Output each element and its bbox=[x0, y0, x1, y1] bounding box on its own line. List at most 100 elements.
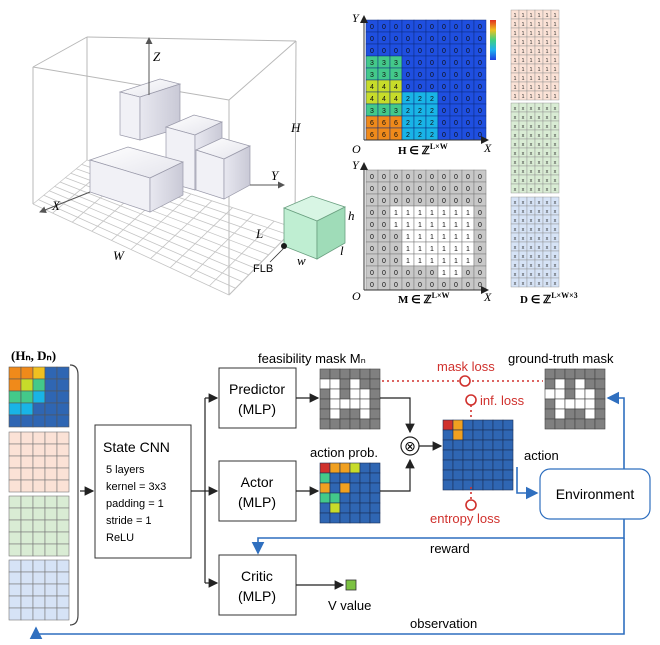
d-layer-1-cell-text: 1 bbox=[513, 49, 516, 55]
ground-truth-mask-cell bbox=[574, 418, 586, 430]
input-heightmap-cell bbox=[20, 402, 34, 416]
input-d-layer-1-cell bbox=[56, 479, 70, 493]
input-d-layer-2-cell bbox=[20, 531, 34, 545]
ground-truth-mask-cell bbox=[554, 388, 566, 400]
d-layer-2-cell-text: x bbox=[554, 187, 557, 193]
mask-cell-value: 0 bbox=[478, 210, 482, 217]
d-layer-3-cell-text: x bbox=[522, 272, 525, 278]
mask-cell-value: 0 bbox=[442, 186, 446, 193]
heightmap-cell-value: 0 bbox=[454, 108, 458, 115]
d-layer-3-cell-text: x bbox=[522, 209, 525, 215]
d-layer-3-cell-text: x bbox=[530, 227, 533, 233]
ground-truth-mask-cell bbox=[574, 408, 586, 420]
mask-cell-value: 0 bbox=[370, 234, 374, 241]
d-layer-2-cell-text: x bbox=[514, 124, 517, 130]
d-layer-3-cell-text: x bbox=[546, 200, 549, 206]
heightmap-cell-value: 6 bbox=[394, 120, 398, 127]
d-layer-3-cell-text: x bbox=[530, 281, 533, 287]
d-layer-2-cell-text: x bbox=[514, 151, 517, 157]
mask-cell-value: 0 bbox=[478, 234, 482, 241]
heightmap-cell-value: 0 bbox=[430, 24, 434, 31]
action-cell bbox=[502, 429, 514, 441]
d-layer-2-cell-text: x bbox=[522, 142, 525, 148]
feasibility-mask-cell bbox=[369, 398, 381, 410]
d-layer-1-cell-text: 1 bbox=[529, 31, 532, 37]
input-d-layer-2-cell bbox=[32, 495, 46, 509]
input-heightmap-cell bbox=[44, 390, 58, 404]
input-d-layer-3-cell bbox=[32, 595, 46, 609]
d-layer-2-cell-text: x bbox=[538, 106, 541, 112]
action-cell bbox=[472, 459, 484, 471]
mask-cell-value: 0 bbox=[406, 270, 410, 277]
input-d-layer-3-cell bbox=[56, 571, 70, 585]
action-prob-cell bbox=[349, 502, 361, 514]
input-heightmap-cell bbox=[8, 366, 22, 380]
mask-cell-value: 0 bbox=[394, 258, 398, 265]
feasibility-mask-cell bbox=[319, 408, 331, 420]
d-layer-1-cell-text: 1 bbox=[553, 94, 556, 100]
mask-cell-value: 0 bbox=[478, 186, 482, 193]
heightmap-cell-value: 0 bbox=[406, 36, 410, 43]
feasibility-mask-cell bbox=[329, 368, 341, 380]
input-d-layer-1-cell bbox=[44, 443, 58, 457]
mask-cell-value: 0 bbox=[418, 174, 422, 181]
y-axis-label: Y bbox=[271, 168, 280, 183]
critic-block: Critic (MLP) bbox=[218, 554, 297, 616]
heightmap-cell-value: 0 bbox=[370, 48, 374, 55]
heightmap-cell-value: 3 bbox=[370, 72, 374, 79]
heightmap-cell-value: 0 bbox=[442, 36, 446, 43]
heightmap-cell-value: 0 bbox=[430, 48, 434, 55]
action-prob-cell bbox=[369, 462, 381, 474]
flb-point bbox=[281, 243, 287, 249]
heightmap-cell-value: 6 bbox=[370, 132, 374, 139]
d-layer-3-cell-text: x bbox=[530, 218, 533, 224]
action-prob-cell bbox=[359, 512, 371, 524]
heightmap-cell-value: 0 bbox=[454, 84, 458, 91]
action-prob-cell bbox=[369, 472, 381, 484]
input-d-layer-3-cell bbox=[8, 571, 22, 585]
ground-truth-mask-cell bbox=[564, 368, 576, 380]
mask-cell-value: 1 bbox=[418, 246, 422, 253]
input-heightmap-cell bbox=[32, 390, 46, 404]
input-d-layer-3-cell bbox=[56, 583, 70, 597]
d-layer-1-cell-text: 1 bbox=[537, 94, 540, 100]
d-layer-1-cell-text: 1 bbox=[553, 58, 556, 64]
action-prob-cell bbox=[329, 512, 341, 524]
mask-cell-value: 1 bbox=[418, 234, 422, 241]
d-layer-1-cell-text: 1 bbox=[529, 94, 532, 100]
action-prob-cell bbox=[339, 512, 351, 524]
inf-loss-node bbox=[465, 394, 477, 406]
input-d-layer-1-cell bbox=[32, 479, 46, 493]
action-prob-cell bbox=[329, 492, 341, 504]
colorbar bbox=[490, 20, 496, 60]
mask-cell-value: 0 bbox=[430, 198, 434, 205]
action-prob-cell bbox=[329, 472, 341, 484]
heightmap-cell-value: 0 bbox=[478, 132, 482, 139]
d-layer-3-cell-text: x bbox=[538, 200, 541, 206]
mask-cell-value: 1 bbox=[454, 246, 458, 253]
predictor-line-2: (MLP) bbox=[238, 401, 276, 417]
v-value-label: V value bbox=[328, 598, 371, 613]
action-cell bbox=[462, 439, 474, 451]
mask-cell-value: 1 bbox=[466, 246, 470, 253]
mask-cell-value: 0 bbox=[454, 174, 458, 181]
heightmap-cell-value: 2 bbox=[430, 120, 434, 127]
mask-cell-value: 0 bbox=[394, 234, 398, 241]
ground-truth-mask-cell bbox=[554, 398, 566, 410]
input-d-layer-3-cell bbox=[32, 583, 46, 597]
input-d-layer-3-cell bbox=[32, 559, 46, 573]
feasibility-mask-cell bbox=[329, 378, 341, 390]
mask-cell-value: 1 bbox=[418, 222, 422, 229]
d-layer-1-cell-text: 1 bbox=[513, 94, 516, 100]
feasibility-mask-label: feasibility mask Mₙ bbox=[258, 351, 366, 366]
ground-truth-mask-cell bbox=[594, 408, 606, 420]
feasibility-mask-cell bbox=[349, 398, 361, 410]
feasibility-mask-cell bbox=[339, 368, 351, 380]
d-layer-2-cell-text: x bbox=[522, 178, 525, 184]
heightmap-cell-value: 4 bbox=[370, 84, 374, 91]
d-layer-3-cell-text: x bbox=[538, 218, 541, 224]
d-layer-3-cell-text: x bbox=[554, 227, 557, 233]
state-cnn-line-1: 5 layers bbox=[106, 464, 145, 476]
action-cell bbox=[502, 439, 514, 451]
